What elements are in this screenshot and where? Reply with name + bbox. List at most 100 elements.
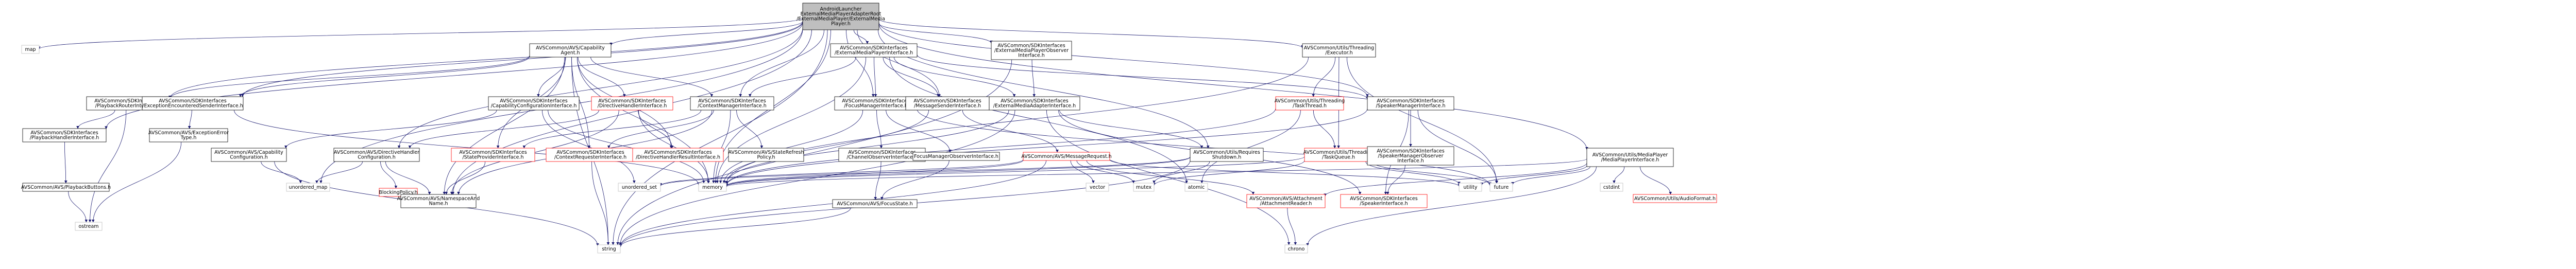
node-attachreader-box[interactable] xyxy=(1246,194,1326,208)
edge-avsdirhandlercfg-to-unordered_map xyxy=(315,161,363,184)
edge-msgrequest-to-vector xyxy=(1070,160,1095,184)
node-msgsender-box[interactable] xyxy=(905,96,990,111)
node-capconfiguration-box[interactable] xyxy=(211,148,287,162)
node-ctxmgr[interactable]: AVSCommon/SDKInterfaces/ContextManagerIn… xyxy=(690,96,774,111)
node-focusstate[interactable]: AVSCommon/AVS/FocusState.h xyxy=(832,199,918,208)
node-dirhandler[interactable]: AVSCommon/SDKInterfaces/DirectiveHandler… xyxy=(591,96,673,111)
node-root-box[interactable] xyxy=(802,3,879,30)
node-excsender-box[interactable] xyxy=(142,96,244,111)
node-ctxrequester-box[interactable] xyxy=(546,148,635,162)
node-speakermgrobs-box[interactable] xyxy=(1367,146,1454,166)
node-excsender[interactable]: AVSCommon/SDKInterfaces/ExceptionEncount… xyxy=(142,96,244,111)
edge-focusmgr-to-future xyxy=(917,109,1492,186)
edge-attachreader-to-chrono xyxy=(1287,207,1297,245)
node-capconfig[interactable]: AVSCommon/SDKInterfaces/CapabilityConfig… xyxy=(488,96,580,111)
edge-playbackrouter-to-playbackhandler xyxy=(76,110,115,129)
node-ctxrequester[interactable]: AVSCommon/SDKInterfaces/ContextRequester… xyxy=(546,148,635,162)
node-focusmgrobs-box[interactable] xyxy=(912,152,1000,161)
node-channelobs-label-0: AVSCommon/SDKInterfaces xyxy=(848,150,916,155)
node-dirhandlerresult-box[interactable] xyxy=(632,148,724,162)
node-dirhandler-label-0: AVSCommon/SDKInterfaces xyxy=(598,98,666,104)
edge-capagent-to-nsname xyxy=(443,57,565,195)
node-playbackhandler-box[interactable] xyxy=(22,128,107,142)
node-threadexec[interactable]: AVSCommon/Utils/Threading/Executor.h xyxy=(1302,43,1376,58)
node-ostream: ostream xyxy=(75,222,103,231)
node-focusmgr[interactable]: AVSCommon/SDKInterfaces/FocusManagerInte… xyxy=(834,96,918,111)
node-extmpi-box[interactable] xyxy=(830,43,918,58)
edge-focusstate-to-string xyxy=(619,207,851,247)
node-capagent-box[interactable] xyxy=(529,43,612,58)
node-avsdirhandlercfg[interactable]: AVSCommon/AVS/DirectiveHandlerConfigurat… xyxy=(333,148,420,162)
node-root[interactable]: AndroidLauncherExternalMediaPlayerAdapte… xyxy=(796,3,885,30)
node-string: string xyxy=(597,244,621,254)
node-reqshutdown-box[interactable] xyxy=(1190,148,1264,162)
node-speakerif-box[interactable] xyxy=(1340,194,1428,208)
node-extmediaadapter-box[interactable] xyxy=(989,96,1080,111)
node-channelobs-box[interactable] xyxy=(838,148,926,162)
node-string-box xyxy=(597,244,621,254)
node-mutex: mutex xyxy=(1133,183,1155,192)
node-msgrequest[interactable]: AVSCommon/AVS/MessageRequest.h xyxy=(1021,152,1112,161)
node-tasktypequeue[interactable]: AVSCommon/Utils/Threading/TaskQueue.h xyxy=(1303,148,1374,162)
node-playbackbuttons-box[interactable] xyxy=(22,183,110,192)
edge-extmediaadapter-to-memory xyxy=(725,110,1009,184)
node-dirhandlerresult[interactable]: AVSCommon/SDKInterfaces/DirectiveHandler… xyxy=(632,148,724,162)
node-avsdirhandlercfg-label-0: AVSCommon/AVS/DirectiveHandler xyxy=(334,150,419,155)
node-capconfiguration[interactable]: AVSCommon/AVS/CapabilityConfiguration.h xyxy=(211,148,287,162)
node-speakerif[interactable]: AVSCommon/SDKInterfaces/SpeakerInterface… xyxy=(1340,194,1428,208)
node-msgrequest-box[interactable] xyxy=(1023,152,1110,161)
edge-capagent-to-ctxmgr xyxy=(590,57,714,97)
node-tasktype-box[interactable] xyxy=(1275,96,1344,111)
node-extmpobs[interactable]: AVSCommon/SDKInterfaces/ExternalMediaPla… xyxy=(991,41,1072,60)
edge-root-to-focusmgr xyxy=(846,29,875,97)
node-focusmgrobs[interactable]: FocusManagerObserverInterface.h xyxy=(912,152,1000,161)
node-focusstate-box[interactable] xyxy=(832,199,918,208)
node-extmediaadapter[interactable]: AVSCommon/SDKInterfaces/ExternalMediaAda… xyxy=(989,96,1080,111)
node-msgsender[interactable]: AVSCommon/SDKInterfaces/MessageSenderInt… xyxy=(905,96,990,111)
node-audioformat[interactable]: AVSCommon/Utils/AudioFormat.h xyxy=(1633,194,1717,203)
node-extmpobs-box[interactable] xyxy=(991,41,1072,60)
node-dirhandler-box[interactable] xyxy=(591,96,673,111)
node-excerrortype-box[interactable] xyxy=(149,128,228,142)
node-speakermgrobs[interactable]: AVSCommon/SDKInterfaces/SpeakerManagerOb… xyxy=(1367,146,1454,166)
node-mediaplayer[interactable]: AVSCommon/Utils/MediaPlayer/MediaPlayerI… xyxy=(1586,148,1674,167)
node-stateprovider-box[interactable] xyxy=(451,148,535,162)
node-stateprovider[interactable]: AVSCommon/SDKInterfaces/StateProviderInt… xyxy=(451,148,535,162)
node-excsender-label-0: AVSCommon/SDKInterfaces xyxy=(159,98,227,104)
node-attachreader[interactable]: AVSCommon/AVS/Attachment/AttachmentReade… xyxy=(1246,194,1326,208)
node-avsdirhandlercfg-box[interactable] xyxy=(333,148,420,162)
node-channelobs[interactable]: AVSCommon/SDKInterfaces/ChannelObserverI… xyxy=(838,148,926,162)
edge-extmpobs-to-extmediaadapter xyxy=(1031,59,1036,97)
node-audioformat-box[interactable] xyxy=(1633,194,1717,203)
node-playbackbuttons[interactable]: AVSCommon/AVS/PlaybackButtons.h xyxy=(21,183,111,192)
node-nsname-box[interactable] xyxy=(400,194,477,208)
node-tasktypequeue-box[interactable] xyxy=(1304,148,1373,162)
edge-root-to-nsname xyxy=(451,29,812,195)
node-chrono-box xyxy=(1284,244,1308,254)
edge-capagent-to-dirhandler xyxy=(578,57,626,97)
node-speakermgr-box[interactable] xyxy=(1367,96,1454,111)
node-staterefresh-box[interactable] xyxy=(728,148,804,162)
node-utility: utility xyxy=(1459,183,1482,192)
node-tasktype[interactable]: AVSCommon/Utils/Threading/TaskThread.h xyxy=(1275,96,1345,111)
node-speakermgr[interactable]: AVSCommon/SDKInterfaces/SpeakerManagerIn… xyxy=(1367,96,1454,111)
node-memory-label-0: memory xyxy=(702,185,723,190)
edge-msgrequest-to-attachreader xyxy=(1086,160,1255,195)
node-ctxmgr-label-0: AVSCommon/SDKInterfaces xyxy=(698,98,766,104)
node-extmpi[interactable]: AVSCommon/SDKInterfaces/ExternalMediaPla… xyxy=(830,43,918,58)
node-playbackhandler[interactable]: AVSCommon/SDKInterfaces/PlaybackHandlerI… xyxy=(22,128,107,142)
node-focusmgr-box[interactable] xyxy=(834,96,918,111)
node-playbackhandler-label-0: AVSCommon/SDKInterfaces xyxy=(30,130,98,136)
node-excsender-label-1: /ExceptionEncounteredSenderInterface.h xyxy=(142,103,243,109)
node-ctxmgr-box[interactable] xyxy=(690,96,774,111)
node-avsdirhandlercfg-label-1: Configuration.h xyxy=(358,155,395,160)
node-memory: memory xyxy=(698,183,727,192)
node-threadexec-box[interactable] xyxy=(1302,43,1376,58)
node-mediaplayer-box[interactable] xyxy=(1586,148,1674,167)
node-capconfig-box[interactable] xyxy=(488,96,580,111)
